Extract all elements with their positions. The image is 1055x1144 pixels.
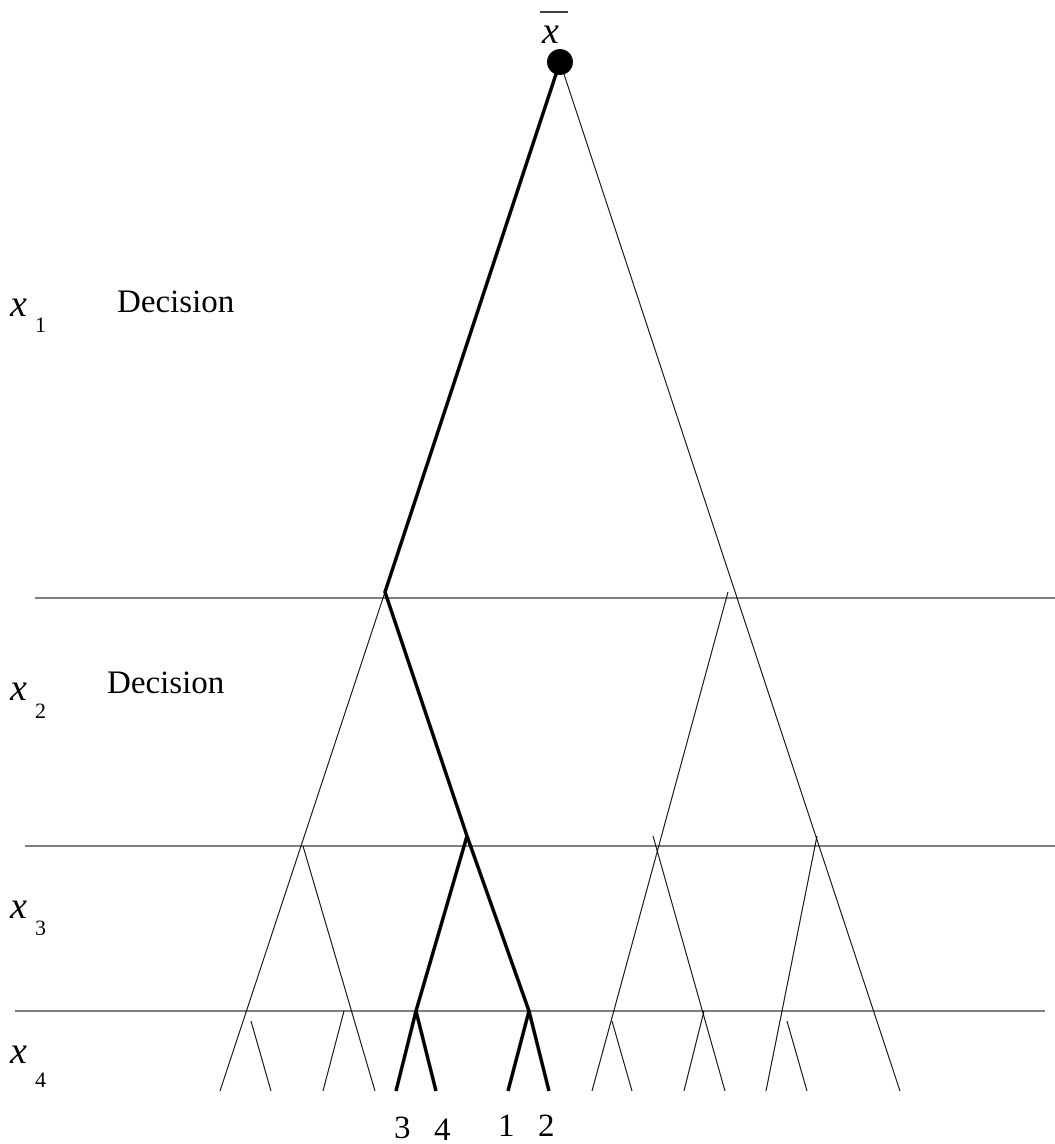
highlighted-branch (465, 835, 531, 1092)
highlighted-branch (414, 1010, 438, 1092)
leaf-label: 3 (394, 1110, 411, 1144)
level-1-subscript: 1 (35, 312, 46, 337)
highlighted-branch (383, 61, 562, 837)
tree-branch (302, 845, 376, 1092)
tree-branch (765, 835, 818, 1092)
leaf-label: 1 (498, 1108, 515, 1144)
level-1-var: x (9, 283, 27, 325)
tree-branch (322, 1010, 345, 1092)
level-3-var: x (9, 885, 27, 927)
tree-branch (611, 1020, 633, 1092)
tree-branch (219, 591, 386, 1092)
tree-branch (559, 61, 901, 1092)
level-2-decision-label: Decision (107, 665, 224, 701)
root-node (547, 49, 573, 75)
leaf-label: 2 (538, 1108, 555, 1144)
highlighted-branch (394, 835, 469, 1092)
level-4-var: x (9, 1030, 27, 1072)
tree-branch (786, 1020, 808, 1092)
level-4-subscript: 4 (35, 1067, 46, 1092)
leaf-label: 4 (434, 1112, 451, 1144)
level-2-var: x (9, 667, 27, 709)
level-2-subscript: 2 (35, 698, 46, 723)
highlighted-branch (527, 1010, 551, 1092)
level-1-decision-label: Decision (117, 284, 234, 320)
tree-branch (591, 591, 729, 1092)
tree-branch (683, 1010, 705, 1092)
level-3-subscript: 3 (35, 915, 46, 940)
tree-branches (219, 61, 901, 1092)
highlighted-path (383, 61, 562, 1092)
tree-branch (250, 1020, 272, 1092)
root-label: x (541, 10, 559, 52)
tree-branch (652, 835, 726, 1092)
